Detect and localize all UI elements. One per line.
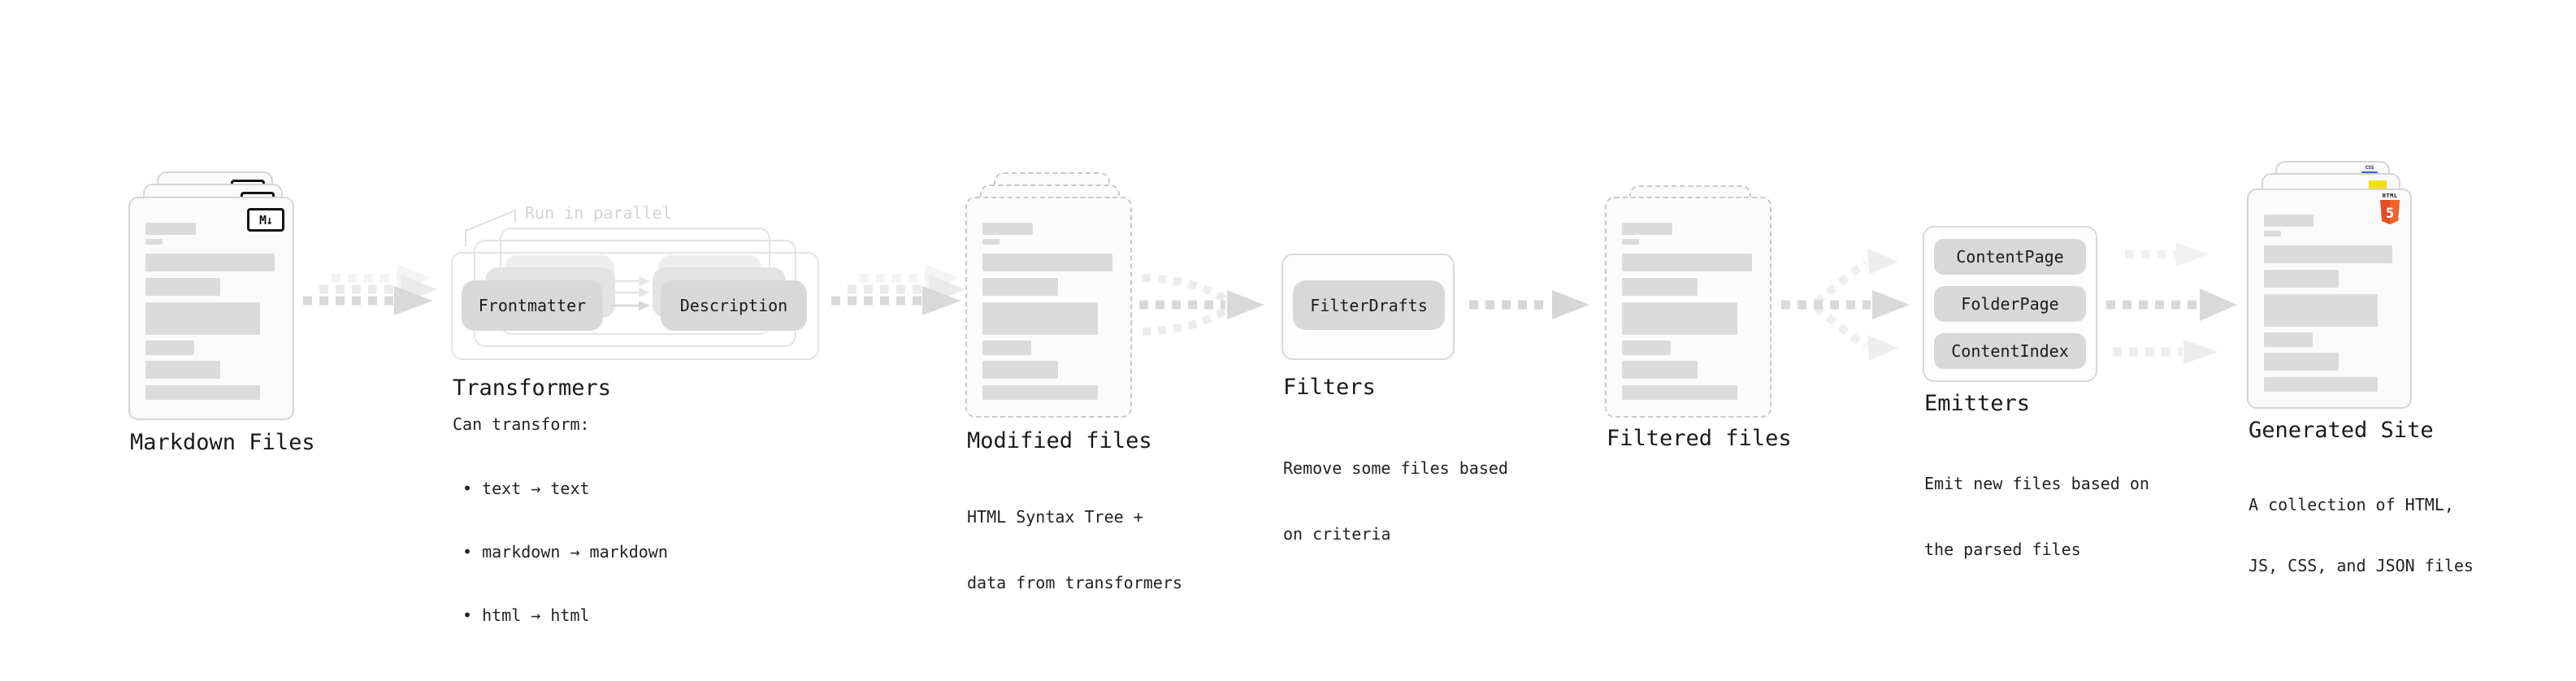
flow-arrow-fork [1781,249,1910,361]
doc-text-line [145,239,163,245]
doc-text-line [145,385,260,400]
filters-box: FilterDrafts [1281,254,1455,360]
description-line: the parsed files [1924,540,2081,559]
doc-text-line [2264,231,2281,236]
node-label-generated-site: Generated Site [2249,418,2434,443]
doc-text-line [2264,245,2392,263]
modified-files-description: HTML Syntax Tree + data from transformer… [967,462,1182,638]
doc-text-line [2264,270,2339,288]
description-line: A collection of HTML, [2249,495,2454,514]
node-label-markdown-files: Markdown Files [130,430,315,455]
generated-site-description: A collection of HTML, JS, CSS, and JSON … [2249,454,2474,617]
doc-text-line [2264,215,2314,227]
bullet-item: • markdown → markdown [462,542,668,562]
markdown-icon: M↓ [247,208,284,232]
doc-text-line [2264,332,2313,347]
doc-text-line [1622,278,1698,296]
flow-arrow-stacked [303,264,437,315]
doc-text-line [2264,377,2379,392]
description-line: Emit new files based on [1924,474,2149,493]
flow-arrow-merge [1139,274,1264,336]
doc-text-line [1622,223,1672,235]
emitters-description: Emit new files based on the parsed files [1924,429,2149,605]
transformer-pill-description: Description [661,280,807,331]
doc-content [1622,223,1754,400]
parallel-arrows-icon [611,276,650,310]
doc-text-line [982,278,1058,296]
svg-text:5: 5 [2386,206,2394,222]
doc-text-line [1622,340,1672,355]
node-label-transformers: Transformers [453,375,612,401]
filters-description: Remove some files based on criteria [1283,414,1508,589]
html5-icon: HTML 5 [2379,193,2401,228]
doc-text-line [145,223,196,235]
doc-text-line [1622,254,1752,271]
description-line: on criteria [1283,524,1391,544]
doc-text-line [982,361,1058,379]
doc-text-line [1622,385,1737,400]
node-label-filters: Filters [1283,375,1376,400]
flow-arrow [1469,290,1589,319]
transformer-pill-frontmatter: Frontmatter [462,280,603,331]
javascript-icon [2369,180,2387,190]
doc-card-front: M↓ [128,197,294,420]
doc-card-front [965,197,1132,418]
node-label-emitters: Emitters [1924,391,2031,416]
doc-content [982,223,1115,400]
doc-text-line [1622,361,1698,379]
description-line: data from transformers [967,573,1182,592]
doc-content [145,223,277,400]
doc-text-line [145,254,275,271]
doc-text-line [2264,353,2339,371]
doc-text-line [982,254,1112,271]
css-icon: CSS [2361,165,2378,174]
node-label-filtered-files: Filtered files [1607,426,1792,451]
emitter-pill-folderpage: FolderPage [1934,286,2086,322]
node-label-modified-files: Modified files [967,428,1152,453]
description-line: HTML Syntax Tree + [967,507,1143,527]
doc-text-line [982,239,1000,245]
doc-text-line [982,302,1098,335]
doc-card-front [1605,197,1772,418]
emitters-box: ContentPage FolderPage ContentIndex [1923,226,2097,382]
doc-content [2264,215,2395,392]
doc-text-line [982,223,1033,235]
doc-text-line [145,361,221,379]
doc-text-line [145,302,260,335]
flow-arrow-triple [2106,242,2237,364]
doc-text-line [2264,294,2379,327]
doc-text-line [145,340,194,355]
emitter-pill-contentpage: ContentPage [1934,239,2086,275]
doc-text-line [145,278,221,296]
doc-text-line [982,340,1032,355]
description-line: Remove some files based [1283,458,1508,478]
doc-card-front: HTML 5 [2247,189,2412,409]
flow-arrow-stacked [831,264,965,315]
transformer-group-box-front [451,252,819,360]
bullet-item: • html → html [462,605,590,625]
filter-pill-filterdrafts: FilterDrafts [1293,280,1445,330]
annotation-leader-line [465,209,516,246]
transformers-description-heading: Can transform: [453,414,590,434]
doc-text-line [1622,302,1737,335]
description-line: JS, CSS, and JSON files [2249,556,2474,575]
transformers-bullet-list: • text → text • markdown → markdown • ht… [462,436,668,668]
annotation-run-in-parallel: Run in parallel [525,203,672,223]
bullet-item: • text → text [462,479,590,498]
doc-text-line [1622,239,1640,245]
doc-text-line [982,385,1098,400]
emitter-pill-contentindex: ContentIndex [1934,333,2086,369]
